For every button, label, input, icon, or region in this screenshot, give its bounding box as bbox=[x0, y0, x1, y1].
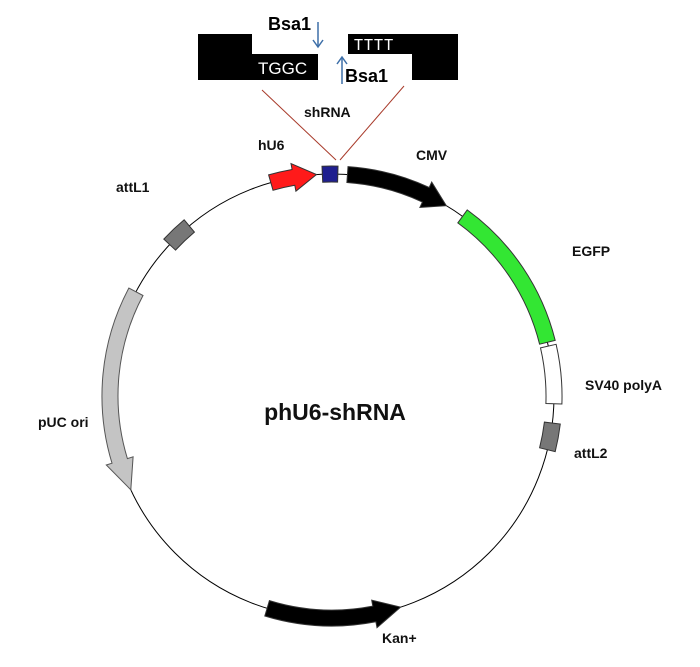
insert-left-block bbox=[198, 34, 318, 80]
bsa1-top-label: Bsa1 bbox=[268, 14, 311, 34]
shrna-label: shRNA bbox=[304, 104, 351, 120]
bsa1-top-arrow-head bbox=[312, 39, 324, 49]
hu6-label: hU6 bbox=[258, 137, 285, 153]
left-overhang-sequence: TGGC bbox=[258, 59, 307, 78]
guide-line-right bbox=[339, 85, 405, 161]
bsa1-bottom-label: Bsa1 bbox=[345, 66, 388, 86]
attl2-label: attL2 bbox=[574, 445, 608, 461]
attl1-label: attL1 bbox=[116, 179, 150, 195]
kan-label: Kan+ bbox=[382, 630, 417, 646]
plasmid-name: phU6-shRNA bbox=[264, 399, 406, 425]
shrna-feature bbox=[321, 165, 339, 183]
hu6-feature bbox=[267, 162, 318, 193]
egfp-label: EGFP bbox=[572, 243, 610, 259]
kan-feature bbox=[264, 599, 402, 629]
egfp-feature bbox=[457, 209, 556, 345]
bsa1-bottom-arrow-head bbox=[336, 55, 348, 65]
puc-ori-feature bbox=[101, 287, 144, 491]
right-overhang-sequence: TTTT bbox=[354, 36, 394, 54]
attl2-feature bbox=[538, 421, 561, 453]
insert-right-block bbox=[348, 34, 458, 80]
attl1-feature bbox=[163, 219, 196, 251]
guide-line-left bbox=[261, 89, 337, 161]
sv40-polya-feature bbox=[539, 343, 563, 405]
sv40-polya-label: SV40 polyA bbox=[585, 377, 662, 393]
puc-ori-label: pUC ori bbox=[38, 414, 89, 430]
cmv-label: CMV bbox=[416, 147, 448, 163]
cmv-feature bbox=[346, 166, 448, 209]
